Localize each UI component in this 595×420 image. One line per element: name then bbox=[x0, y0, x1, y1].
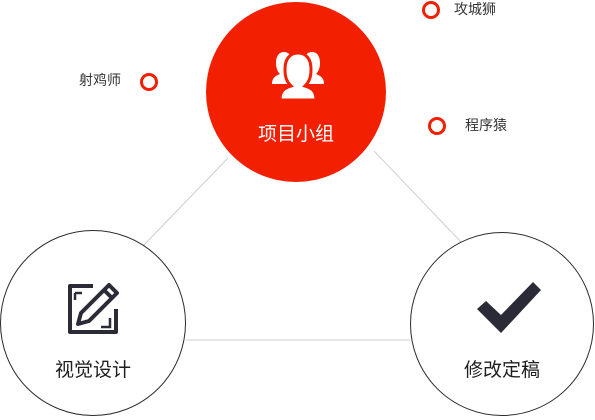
role-designer: 射鸡师 bbox=[79, 73, 161, 93]
ring-marker-icon bbox=[140, 73, 158, 91]
connector-line-left bbox=[140, 157, 229, 249]
project-team-node: 项目小组 bbox=[206, 2, 386, 182]
role-designer-label: 射鸡师 bbox=[79, 73, 121, 89]
edit-icon bbox=[68, 283, 119, 334]
checkmark-icon bbox=[477, 282, 541, 333]
visual-design-label: 视觉设计 bbox=[54, 359, 131, 381]
final-revision-label: 修改定稿 bbox=[463, 359, 540, 381]
final-revision-node: 修改定稿 bbox=[410, 232, 594, 416]
team-icon bbox=[272, 51, 324, 102]
role-engineer: 攻城狮 bbox=[422, 1, 522, 21]
ring-marker-icon bbox=[428, 117, 446, 135]
role-programmer-label: 程序猿 bbox=[465, 118, 507, 134]
role-programmer: 程序猿 bbox=[428, 117, 528, 137]
project-team-label: 项目小组 bbox=[257, 123, 334, 145]
visual-design-node: 视觉设计 bbox=[0, 230, 186, 416]
ring-marker-icon bbox=[422, 1, 440, 19]
role-engineer-label: 攻城狮 bbox=[454, 2, 496, 18]
connector-line-right bbox=[373, 150, 463, 244]
